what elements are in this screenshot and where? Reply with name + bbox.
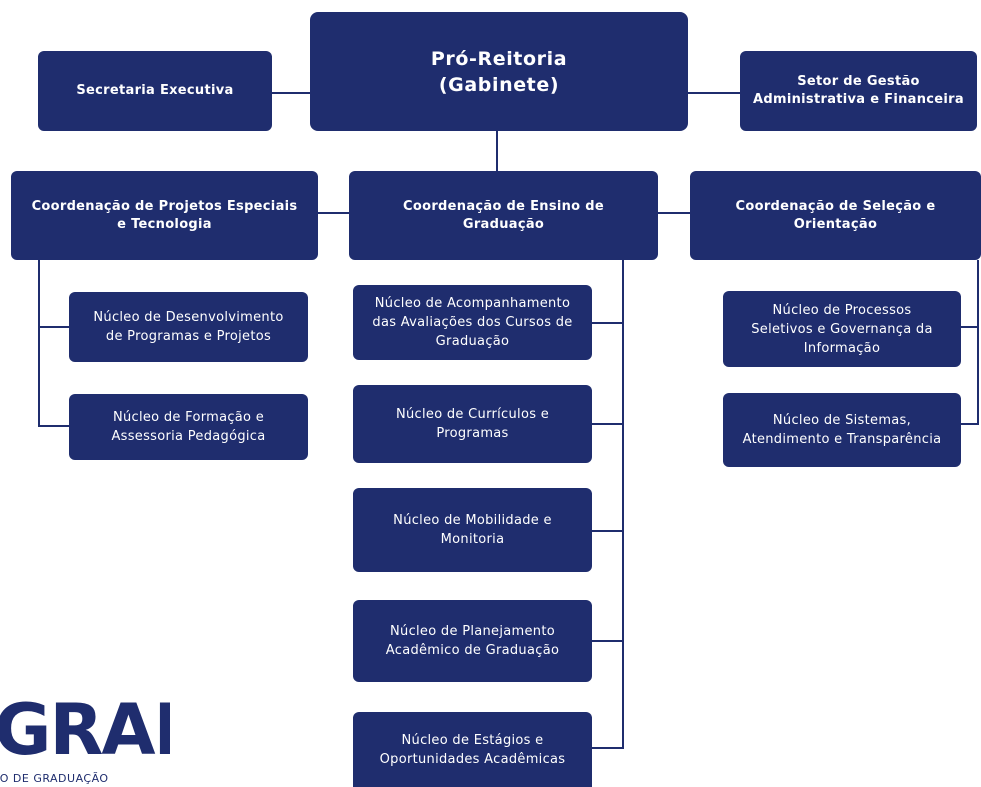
nucleo-curriculos-label: Núcleo de Currículos e Programas (395, 407, 550, 441)
nucleo-formacao-box: Núcleo de Formação e Assessoria Pedagógi… (69, 394, 308, 460)
connector-right-branch-1 (960, 326, 979, 328)
secretaria-executiva-box: Secretaria Executiva (38, 51, 272, 131)
logo-wordmark: GRAD (0, 693, 170, 771)
nucleo-sistemas-label: Núcleo de Sistemas, Atendimento e Transp… (742, 413, 942, 447)
connector-center-branch-1 (591, 322, 624, 324)
setor-gestao-label: Setor de Gestão Administrativa e Finance… (753, 74, 964, 107)
nucleo-acompanhamento-box: Núcleo de Acompanhamento das Avaliações … (353, 285, 592, 360)
connector-gabinete-down (496, 131, 498, 173)
coordenacao-selecao-box: Coordenação de Seleção e Orientação (690, 171, 981, 260)
connector-center-branch-5 (591, 747, 624, 749)
connector-center-branch-2 (591, 423, 624, 425)
connector-center-vertical (622, 260, 624, 748)
coordenacao-ensino-label: Coordenação de Ensino de Graduação (403, 198, 604, 232)
nucleo-estagios-label: Núcleo de Estágios e Oportunidades Acadê… (379, 732, 566, 767)
pro-reitoria-label: Pró-Reitoria (Gabinete) (430, 47, 568, 96)
connector-secretaria-gabinete (272, 92, 312, 94)
nucleo-planejamento-label: Núcleo de Planejamento Acadêmico de Grad… (385, 624, 560, 658)
logo-subtitle: IO DE GRADUAÇÃO (0, 772, 109, 785)
nucleo-estagios-box: Núcleo de Estágios e Oportunidades Acadê… (353, 712, 592, 787)
connector-left-vertical (38, 260, 40, 427)
connector-left-branch-1 (38, 326, 70, 328)
nucleo-mobilidade-label: Núcleo de Mobilidade e Monitoria (393, 513, 552, 547)
nucleo-desenvolvimento-label: Núcleo de Desenvolvimento de Programas e… (93, 310, 284, 344)
coordenacao-projetos-label: Coordenação de Projetos Especiais e Tecn… (31, 198, 298, 232)
coordenacao-ensino-box: Coordenação de Ensino de Graduação (349, 171, 658, 260)
nucleo-acompanhamento-label: Núcleo de Acompanhamento das Avaliações … (372, 296, 573, 349)
pro-reitoria-box: Pró-Reitoria (Gabinete) (310, 12, 688, 131)
nucleo-processos-label: Núcleo de Processos Seletivos e Governan… (751, 302, 933, 356)
connector-right-branch-2 (960, 423, 979, 425)
setor-gestao-box: Setor de Gestão Administrativa e Finance… (740, 51, 977, 131)
nucleo-processos-box: Núcleo de Processos Seletivos e Governan… (723, 291, 961, 367)
nucleo-planejamento-box: Núcleo de Planejamento Acadêmico de Grad… (353, 600, 592, 682)
connector-left-branch-2 (38, 425, 70, 427)
nucleo-desenvolvimento-box: Núcleo de Desenvolvimento de Programas e… (69, 292, 308, 362)
coordenacao-projetos-box: Coordenação de Projetos Especiais e Tecn… (11, 171, 318, 260)
nucleo-curriculos-box: Núcleo de Currículos e Programas (353, 385, 592, 463)
nucleo-sistemas-box: Núcleo de Sistemas, Atendimento e Transp… (723, 393, 961, 467)
connector-center-branch-3 (591, 530, 624, 532)
connector-center-branch-4 (591, 640, 624, 642)
coordenacao-selecao-label: Coordenação de Seleção e Orientação (735, 198, 936, 232)
nucleo-mobilidade-box: Núcleo de Mobilidade e Monitoria (353, 488, 592, 572)
connector-right-vertical (977, 260, 979, 425)
nucleo-formacao-label: Núcleo de Formação e Assessoria Pedagógi… (111, 410, 266, 444)
connector-gabinete-setor (688, 92, 742, 94)
prograd-logo: GRAD IO DE GRADUAÇÃO (0, 693, 170, 787)
secretaria-executiva-label: Secretaria Executiva (76, 83, 234, 98)
